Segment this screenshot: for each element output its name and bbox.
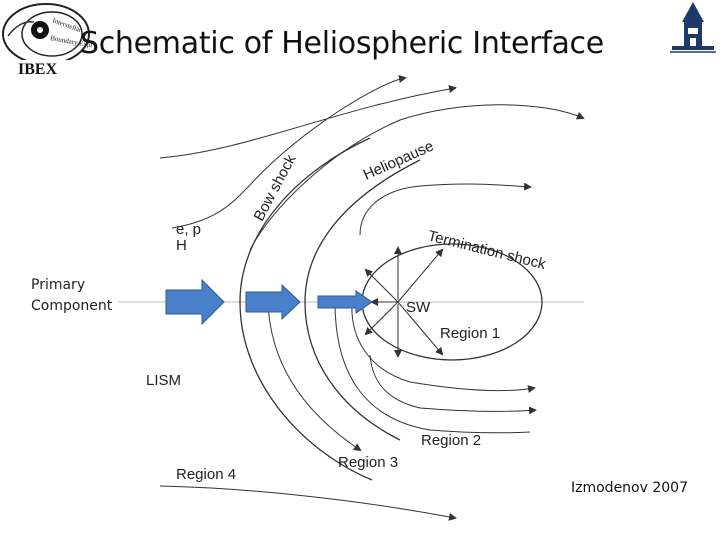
flow-line-r3-bottom (267, 301, 362, 452)
building-logo-icon (670, 2, 716, 53)
ibex-badge-text: IBEX (18, 61, 58, 78)
region-3-label: Region 3 (338, 454, 398, 471)
flow-line-r4-upper (171, 75, 407, 229)
flow-line-r4-bottom (159, 485, 457, 521)
side-label-line2: Component (31, 298, 113, 314)
lism-label: LISM (146, 372, 181, 389)
sw-arrow-ul (364, 268, 399, 303)
primary-arrow-3 (317, 290, 373, 314)
flow-line-r2-low (369, 354, 537, 415)
side-label-line1: Primary (31, 277, 86, 293)
species-h-label: H (176, 237, 187, 254)
page-title: Schematic of Heliospheric Interface (80, 26, 604, 61)
flow-line-r2-top (359, 182, 532, 236)
heliopause-curve (304, 159, 421, 441)
sw-arrow-lr (397, 301, 444, 356)
flow-line-r4-top (159, 85, 457, 159)
citation: Izmodenov 2007 (571, 480, 688, 496)
primary-component-label: Primary Component (31, 275, 112, 317)
primary-arrow-1 (165, 278, 225, 326)
region-1-label: Region 1 (440, 325, 500, 342)
heliopause-label: Heliopause (361, 138, 436, 184)
region-2-label: Region 2 (421, 432, 481, 449)
region-4-label: Region 4 (176, 466, 236, 483)
flow-line-r2-bottom (334, 301, 531, 434)
sw-arrow-ll (364, 301, 399, 336)
flow-line-r2-mid (351, 301, 536, 393)
ibex-logo: Interstellar Boundary Explorer IBEX (2, 3, 92, 78)
bow-shock-curve (239, 137, 373, 481)
primary-arrow-2 (245, 283, 301, 321)
flow-line-r3-top (249, 104, 585, 251)
sw-label: SW (406, 299, 431, 316)
termination-shock-label: Termination shock (426, 227, 548, 273)
sw-arrow-ur (397, 248, 444, 303)
species-e-p-label: e, p (176, 221, 201, 238)
